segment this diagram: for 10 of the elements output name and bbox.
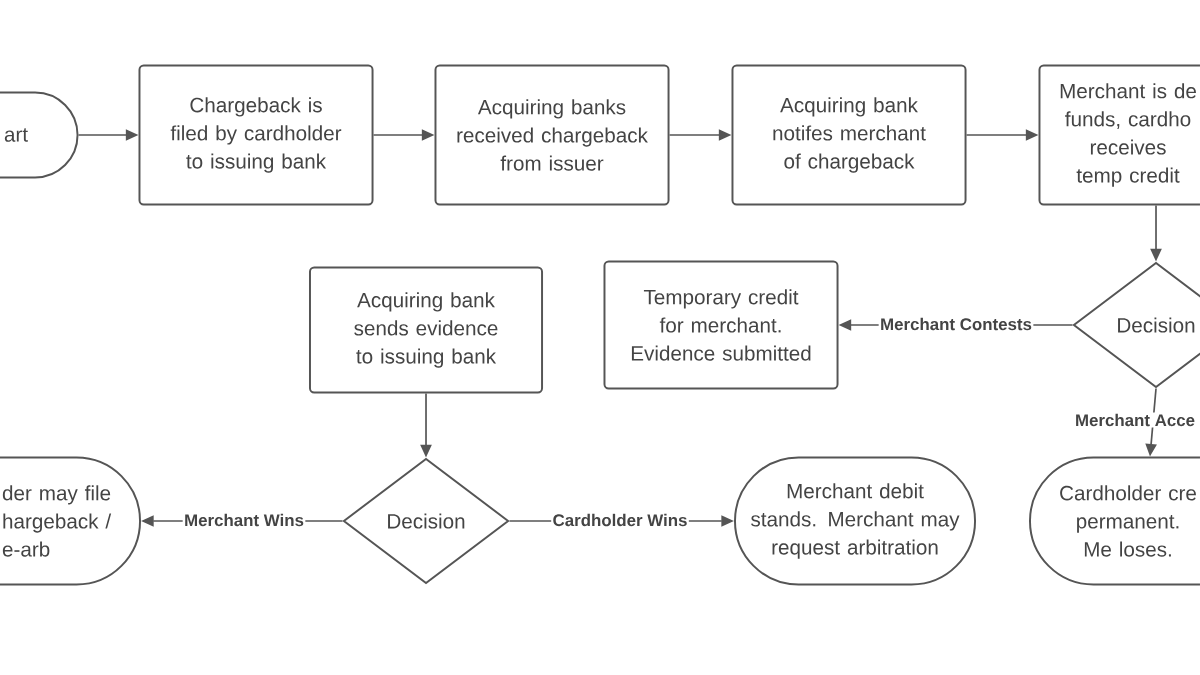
edge-label: Merchant Wins (182, 512, 306, 528)
edge-label: Merchant Acce (1073, 412, 1197, 428)
edge-label: Cardholder Wins (551, 512, 689, 528)
process-box: Merchant is de funds, cardho receives temp credit (1038, 64, 1200, 206)
process-box: Temporary credit for merchant. Evidence submitted (603, 260, 839, 390)
process-box: Acquiring bank sends evidence to issuing bank (309, 266, 544, 394)
process-box: Acquiring bank notifes merchant of chargeback (731, 64, 967, 206)
process-box: Chargeback is filed by cardholder to issuing bank (138, 64, 374, 206)
edge-label: Merchant Contests (878, 316, 1034, 332)
process-box: Acquiring banks received chargeback from issuer (434, 64, 670, 206)
